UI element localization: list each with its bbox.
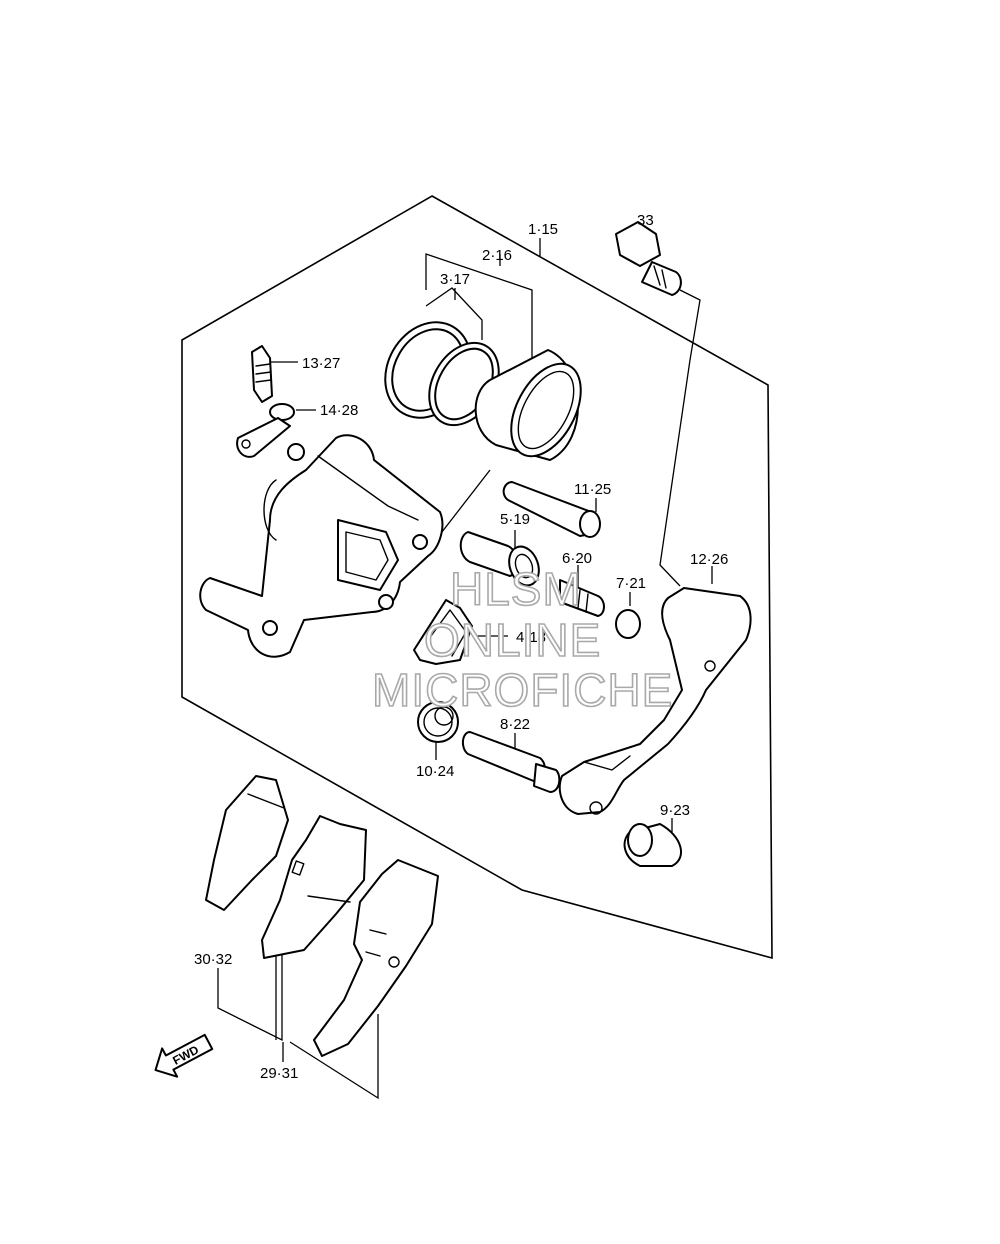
- label-33: 33: [637, 212, 654, 229]
- label-8-22: 8·22: [500, 716, 530, 733]
- label-7-21: 7·21: [616, 575, 646, 592]
- label-30-32: 30·32: [194, 951, 232, 968]
- label-2-16: 2·16: [482, 247, 512, 264]
- slide-pin-11: [502, 481, 601, 538]
- label-11-25: 11·25: [574, 481, 611, 498]
- sleeve-9: [623, 823, 682, 867]
- label-3-17: 3·17: [440, 271, 470, 288]
- watermark: HLSM ONLINE MICROFICHE: [371, 562, 673, 717]
- pad-shim-30: [205, 775, 289, 911]
- washer-7: [615, 609, 641, 639]
- bleeder-cap-14: [236, 403, 295, 458]
- fwd-arrow-icon: FWD: [154, 1033, 214, 1078]
- bleeder-valve-13: [251, 345, 273, 403]
- callout-labels: 1·15 2·16 3·17 33 13·27 14·28 11·25 5·19…: [194, 212, 728, 1082]
- label-1-15: 1·15: [528, 221, 558, 238]
- boot-10: [417, 701, 459, 743]
- caliper-body: [199, 434, 444, 658]
- bolt-6: [559, 579, 605, 617]
- watermark-line-1: HLSM: [450, 563, 582, 615]
- caliper-bracket-12: [558, 587, 752, 815]
- slide-pin-8: [462, 731, 561, 793]
- caliper-assembly-outline: [181, 195, 773, 960]
- label-12-26: 12·26: [690, 551, 728, 568]
- label-13-27: 13·27: [302, 355, 340, 372]
- bolt-33: [615, 221, 682, 296]
- pad-spring-4: [413, 599, 473, 665]
- leader-lines: [217, 230, 713, 1100]
- piston-1: [474, 349, 582, 461]
- label-6-20: 6·20: [562, 550, 592, 567]
- label-5-19: 5·19: [500, 511, 530, 528]
- boot-5: [459, 531, 540, 587]
- watermark-line-3: MICROFICHE: [372, 664, 673, 716]
- label-14-28: 14·28: [320, 402, 358, 419]
- brake-pad-29: [261, 815, 367, 959]
- label-4-18: 4·18: [516, 629, 546, 646]
- label-29-31: 29·31: [260, 1065, 298, 1082]
- pad-plate-31: [313, 859, 439, 1057]
- label-10-24: 10·24: [416, 763, 454, 780]
- watermark-line-2: ONLINE: [424, 614, 601, 666]
- label-9-23: 9·23: [660, 802, 690, 819]
